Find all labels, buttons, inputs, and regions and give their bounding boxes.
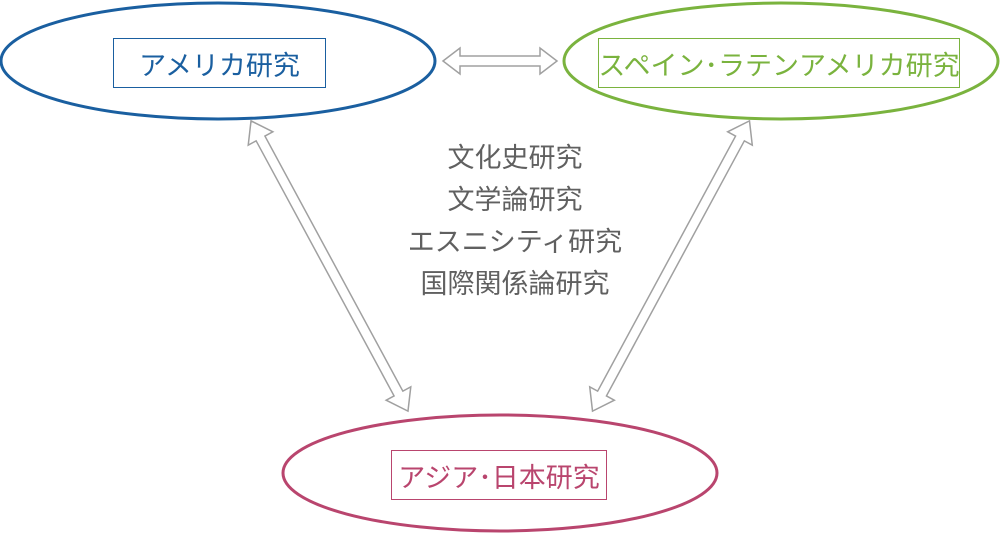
asia-japan-ellipse [281,413,719,533]
double-arrow-america-asia [247,119,412,413]
double-arrow-spain-asia [588,119,754,413]
double-arrow-america-spain [441,46,559,76]
topic-ethnicity: エスニシティ研究 [407,227,623,258]
topic-international-relations: 国際関係論研究 [420,269,610,300]
spain-latin-america-ellipse [562,1,1000,121]
asia-japan-label: アジア･日本研究 [391,450,607,500]
america-label: アメリカ研究 [113,38,326,88]
spain-latin-america-label: スペイン･ラテンアメリカ研究 [598,38,960,88]
topic-literary-theory: 文学論研究 [447,185,583,216]
topic-cultural-history: 文化史研究 [447,143,583,174]
research-topics-list: 文化史研究 文学論研究 エスニシティ研究 国際関係論研究 [380,138,650,306]
america-ellipse [0,1,437,121]
